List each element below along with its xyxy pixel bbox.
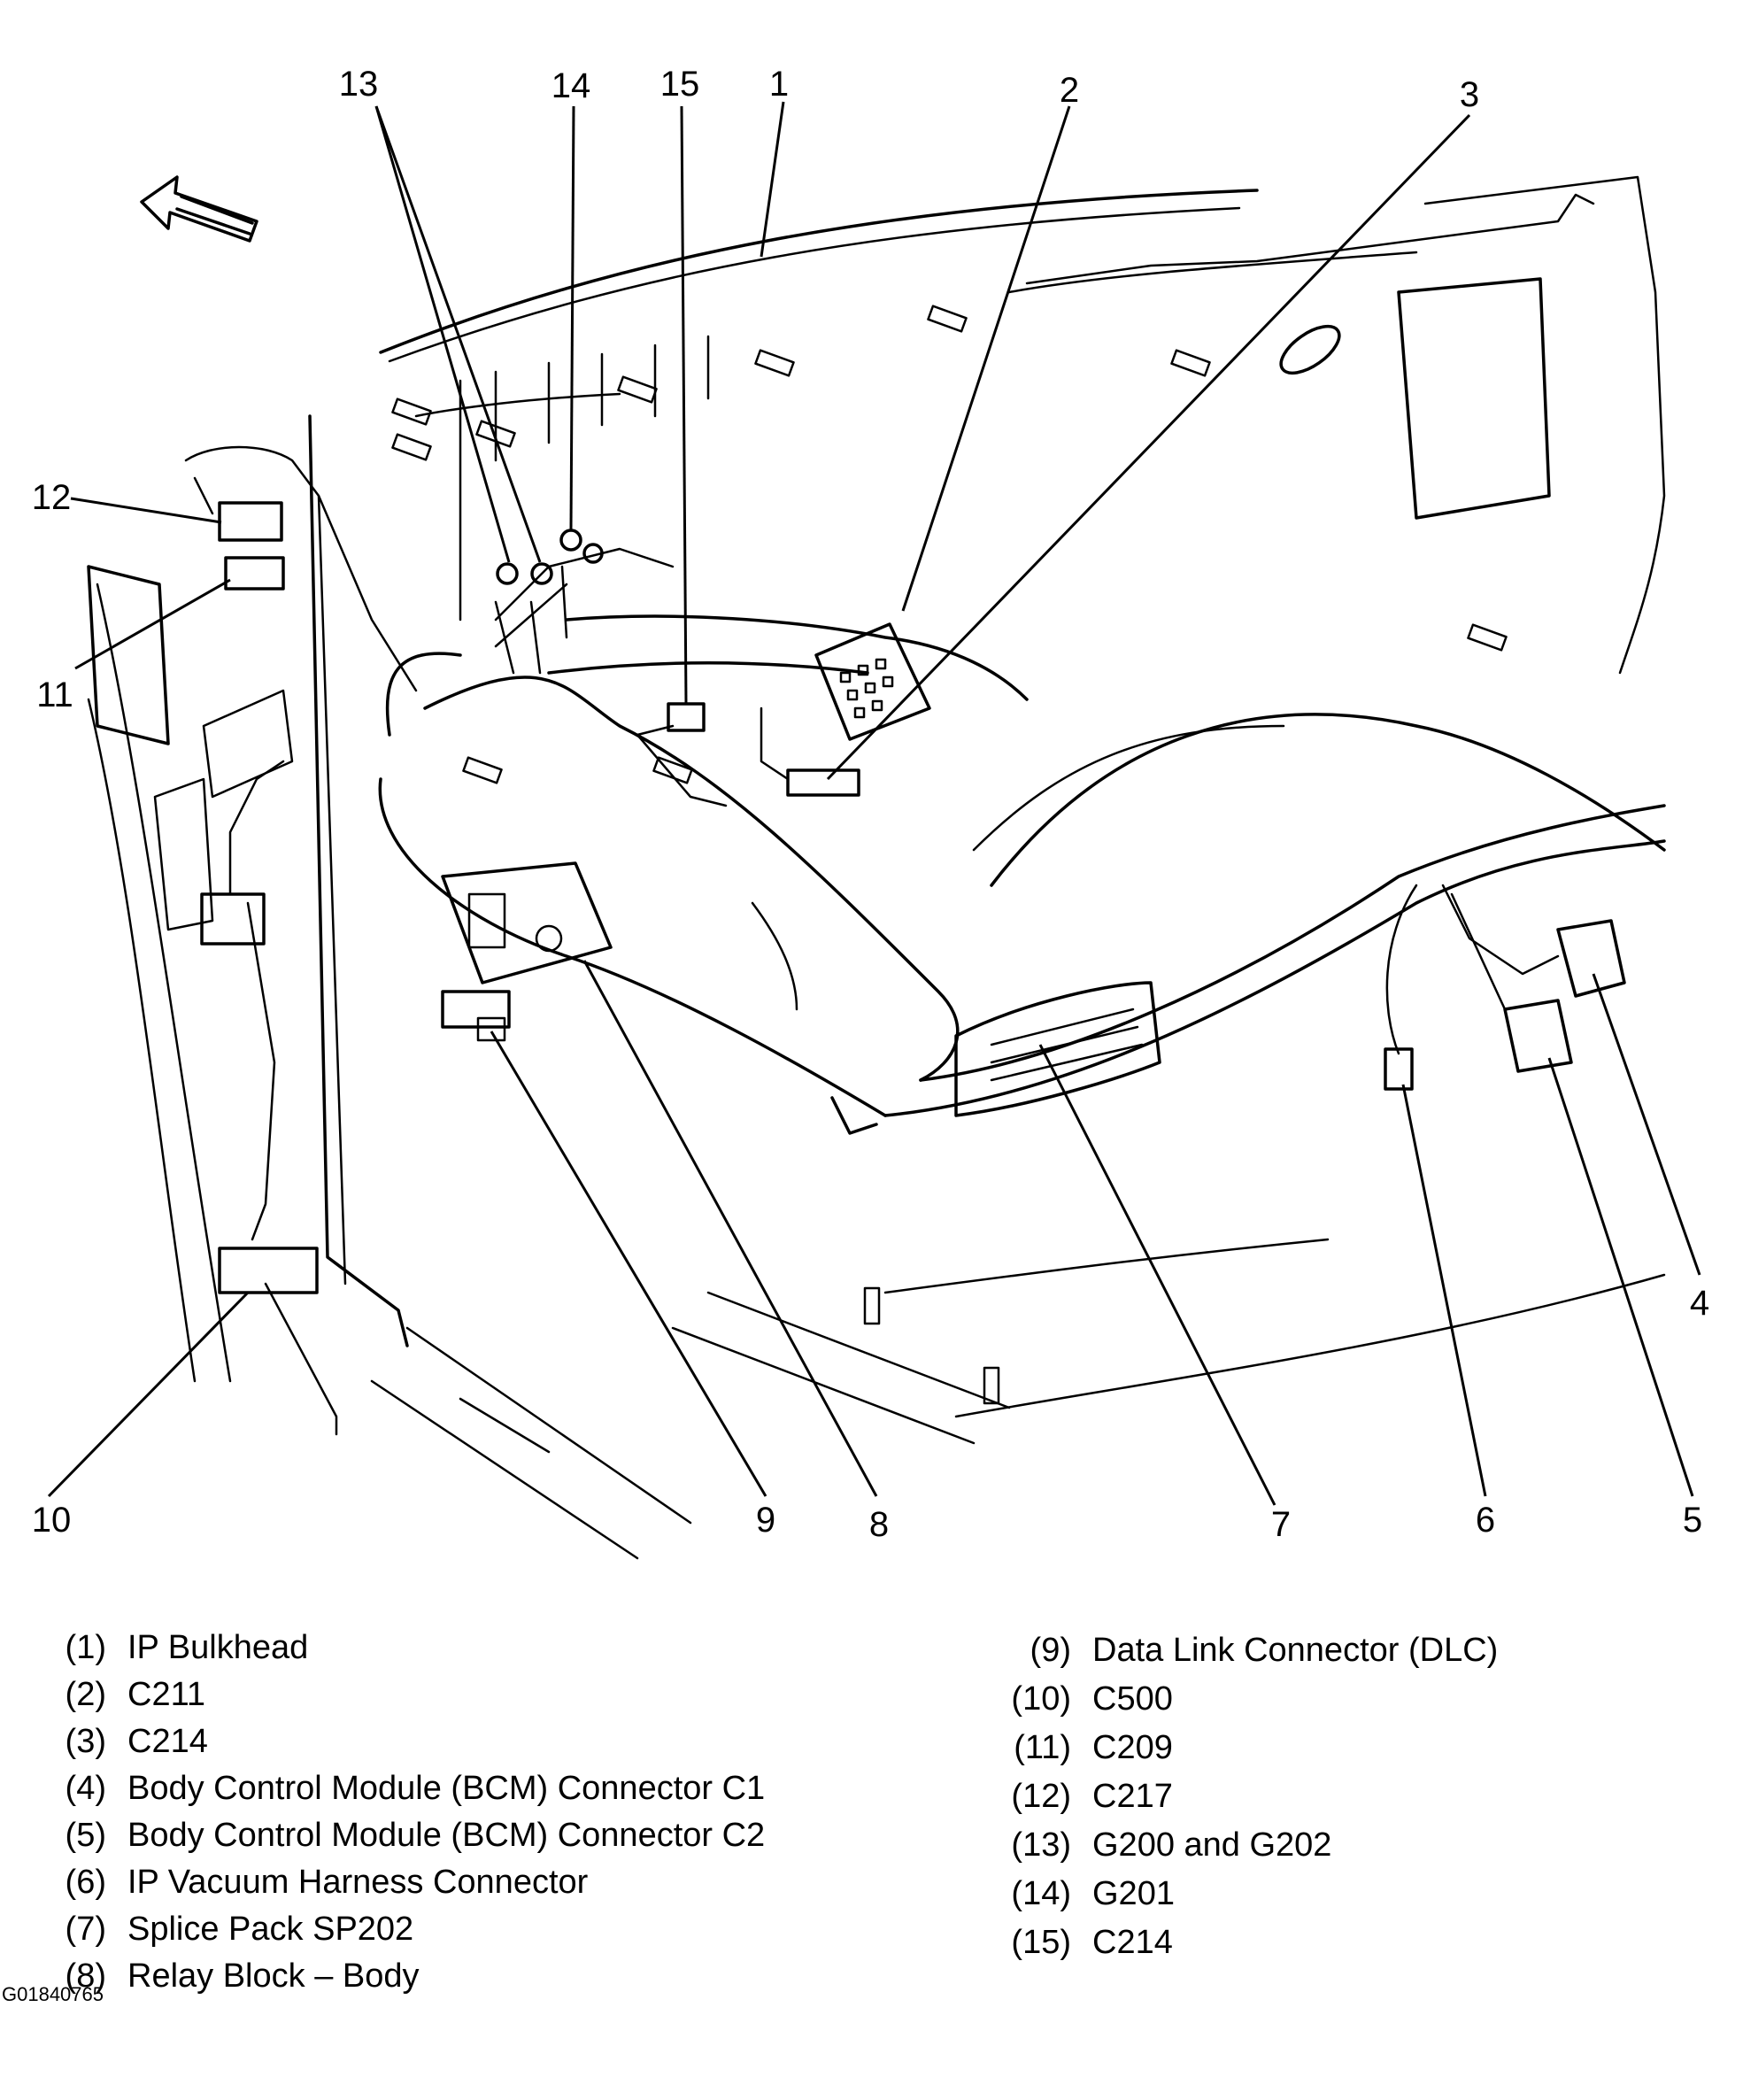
ground-eyelets [494, 529, 604, 675]
legend-number: (2) [65, 1676, 106, 1713]
legend-number: (15) [1011, 1924, 1071, 1961]
legend-item: (12) C217 [990, 1774, 1173, 1818]
figure-id: G01840765 [2, 1983, 104, 2005]
ip-vacuum-harness-connector [1384, 884, 1418, 1091]
bcm-connectors [1441, 884, 1626, 1073]
callout-3: 3 [1460, 75, 1479, 114]
callout-9: 9 [756, 1501, 775, 1540]
legend-number: (11) [1014, 1729, 1071, 1766]
legend-number: (4) [65, 1770, 106, 1807]
callout-4: 4 [1690, 1284, 1709, 1323]
legend-label: G200 and G202 [1092, 1826, 1332, 1864]
legend-number: (12) [1011, 1778, 1071, 1815]
legend-label: C217 [1092, 1778, 1173, 1815]
c217-c209-connectors [184, 445, 418, 692]
legend-item: (9) Data Link Connector (DLC) [990, 1628, 1499, 1672]
main-wiring-harness [378, 547, 1666, 1135]
legend-label: C214 [1092, 1924, 1173, 1961]
legend-item: (1) IP Bulkhead [42, 1625, 309, 1670]
legend-number: (13) [1011, 1826, 1071, 1864]
legend-label: Data Link Connector (DLC) [1092, 1632, 1499, 1669]
legend-label: C500 [1092, 1680, 1173, 1718]
legend-number: (7) [65, 1911, 106, 1948]
legend-item: (5) Body Control Module (BCM) Connector … [42, 1813, 766, 1857]
c211-connector [814, 622, 931, 741]
fastener-bolts [391, 305, 1508, 1405]
wiring-harness-diagram: 1 2 3 4 5 6 7 8 9 10 11 12 13 14 15 [32, 65, 1709, 1560]
legend-item: (8) Relay Block – Body [42, 1954, 420, 1998]
legend-label: Splice Pack SP202 [127, 1911, 414, 1948]
legend-item: (4) Body Control Module (BCM) Connector … [42, 1766, 766, 1810]
floor-tunnel-outline [264, 713, 1666, 1560]
callout-2: 2 [1060, 71, 1079, 110]
legend-item: (13) G200 and G202 [990, 1823, 1331, 1867]
legend-number: (6) [65, 1864, 106, 1901]
kick-panel-outline [87, 414, 409, 1383]
legend-item: (2) C211 [42, 1672, 205, 1717]
legend-label: Body Control Module (BCM) Connector C1 [127, 1770, 766, 1807]
callout-13: 13 [339, 65, 379, 104]
legend-item: (7) Splice Pack SP202 [42, 1907, 414, 1951]
legend-label: IP Bulkhead [127, 1629, 309, 1666]
legend-item: (14) G201 [990, 1872, 1175, 1916]
forward-direction-arrow-icon [140, 175, 258, 243]
callout-10: 10 [32, 1501, 72, 1540]
callout-11: 11 [36, 676, 73, 714]
legend-item: (11) C209 [990, 1726, 1173, 1770]
c500-connector [200, 760, 319, 1294]
legend-number: (8) [65, 1957, 106, 1995]
legend-number: (1) [65, 1629, 106, 1666]
c214-connectors [636, 702, 860, 797]
callout-12: 12 [32, 478, 72, 517]
callout-6: 6 [1476, 1501, 1495, 1540]
callout-leader-lines [47, 101, 1701, 1506]
legend-number: (9) [1030, 1632, 1071, 1669]
data-link-connector [441, 990, 511, 1042]
legend-label: C211 [127, 1676, 206, 1713]
legend-number: (10) [1011, 1680, 1071, 1718]
legend-item: (3) C214 [42, 1719, 208, 1764]
ip-bulkhead-outline [379, 175, 1666, 675]
legend-label: Relay Block – Body [127, 1957, 420, 1995]
callout-7: 7 [1271, 1505, 1291, 1544]
callout-1: 1 [769, 65, 789, 104]
legend-number: (14) [1011, 1875, 1071, 1912]
legend-number: (3) [65, 1723, 106, 1760]
callout-14: 14 [551, 66, 591, 105]
legend-label: Body Control Module (BCM) Connector C2 [127, 1817, 766, 1854]
relay-block-body [441, 861, 613, 984]
callout-15: 15 [660, 65, 700, 104]
legend-item: (15) C214 [990, 1920, 1173, 1965]
splice-pack-sp202 [954, 981, 1161, 1117]
legend-label: C209 [1092, 1729, 1173, 1766]
callout-8: 8 [869, 1505, 889, 1544]
callout-5: 5 [1683, 1501, 1702, 1540]
legend-label: G201 [1092, 1875, 1175, 1912]
legend-item: (6) IP Vacuum Harness Connector [42, 1860, 589, 1904]
legend-label: C214 [127, 1723, 208, 1760]
legend-label: IP Vacuum Harness Connector [127, 1864, 589, 1901]
legend-item: (10) C500 [990, 1677, 1173, 1721]
legend-number: (5) [65, 1817, 106, 1854]
